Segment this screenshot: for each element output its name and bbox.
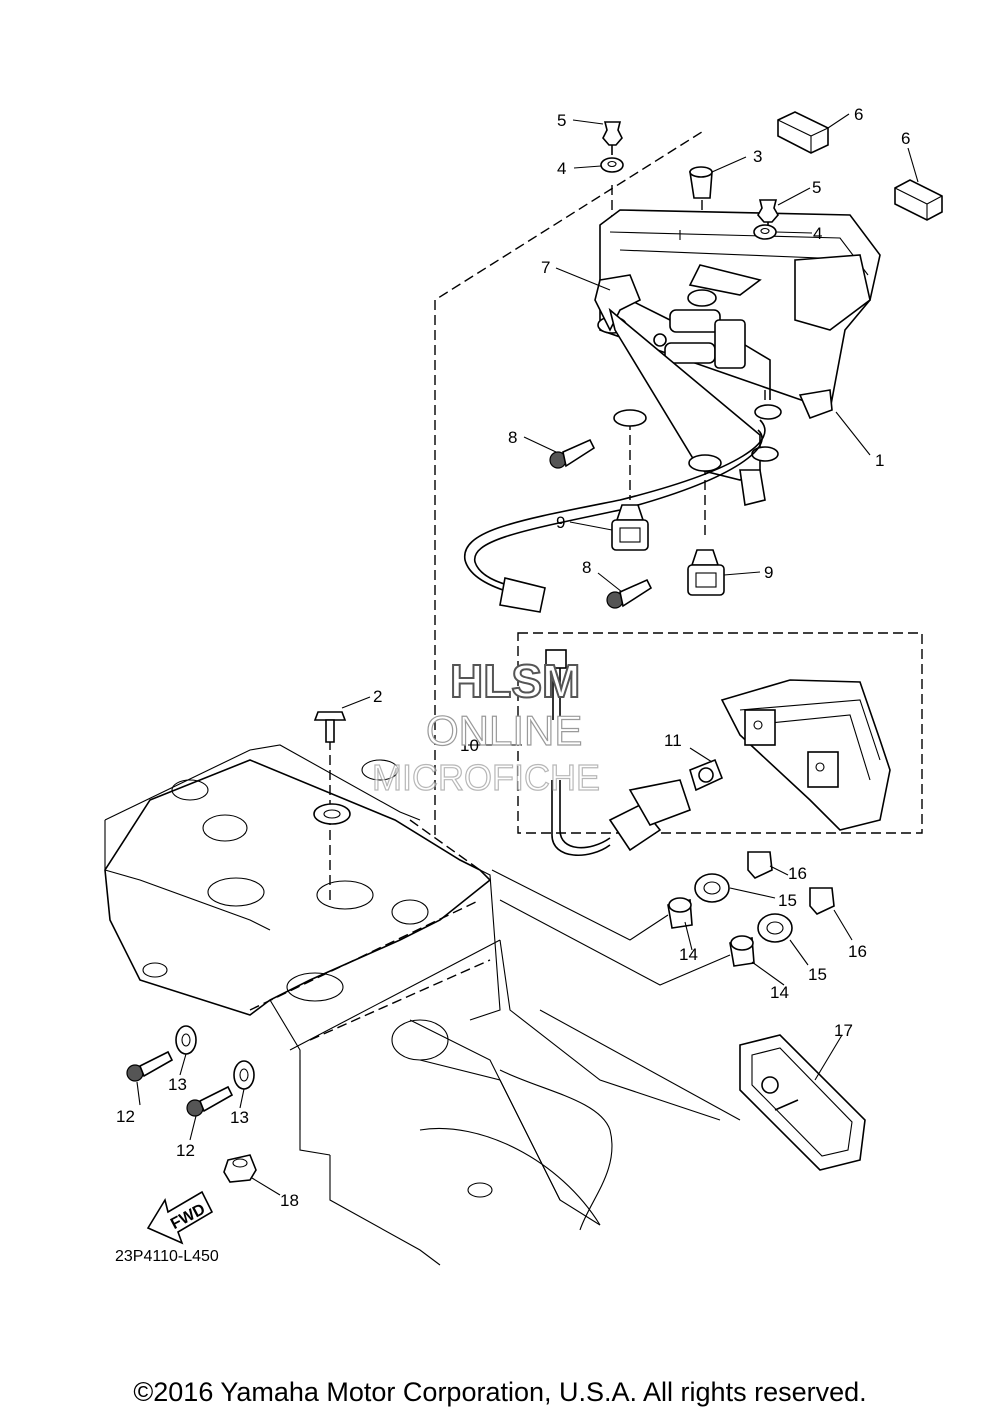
part-3-collar: [689, 166, 713, 199]
callout-numbers: 5 4 3 6 6 5 4 7 8 1 9 9 8 2 10 11 16 15 …: [116, 105, 910, 1210]
watermark-line-3: MICROFICHE: [372, 757, 600, 798]
callout-5-right: 5: [812, 178, 821, 197]
part-14-collar-upper: [667, 897, 693, 929]
part-16-clip-upper: [747, 851, 773, 879]
part-9-clip-right: [687, 549, 725, 596]
part-8-screw-upper: [549, 438, 596, 469]
callout-16-upper: 16: [788, 864, 807, 883]
callout-12-lower: 12: [176, 1141, 195, 1160]
part-6-pad-second: [894, 179, 943, 221]
callout-11: 11: [664, 731, 682, 750]
part-5-screw-top: [602, 121, 623, 155]
callout-4-right: 4: [813, 224, 822, 243]
callout-6-top: 6: [854, 105, 863, 124]
callout-17: 17: [834, 1021, 853, 1040]
license-light-housing: [720, 679, 891, 831]
part-13-washer-lower: [233, 1060, 255, 1090]
callout-12-upper: 12: [116, 1107, 135, 1126]
callout-15-upper: 15: [778, 891, 797, 910]
callout-9-left: 9: [556, 513, 565, 532]
callout-14-upper: 14: [679, 945, 698, 964]
part-15-grommet-upper: [694, 873, 730, 903]
part-12-bolt-upper: [126, 1050, 174, 1082]
callout-8-upper: 8: [508, 428, 517, 447]
callout-2: 2: [373, 687, 382, 706]
callout-4-top: 4: [557, 159, 566, 178]
callout-1: 1: [875, 451, 884, 470]
callout-13-upper: 13: [168, 1075, 187, 1094]
part-15-grommet-lower: [757, 913, 793, 943]
watermark-line-1: HLSM: [450, 655, 580, 707]
callout-10: 10: [460, 736, 479, 755]
callout-16-lower: 16: [848, 942, 867, 961]
callout-9-right: 9: [764, 563, 773, 582]
watermark-line-2: ONLINE: [426, 707, 582, 754]
callout-7: 7: [541, 258, 550, 277]
callout-13-lower: 13: [230, 1108, 249, 1127]
part-8-screw-lower: [606, 578, 653, 609]
callout-3: 3: [753, 147, 762, 166]
part-12-bolt-lower: [186, 1085, 234, 1117]
callout-15-lower: 15: [808, 965, 827, 984]
part-10-socket-cord: [545, 649, 692, 856]
part-11-bulb: [689, 758, 724, 792]
part-17-reflector: [739, 1034, 866, 1171]
tail-light-assembly: [597, 209, 881, 420]
callout-6-right: 6: [901, 129, 910, 148]
part-6-pad: [777, 111, 829, 154]
callout-18: 18: [280, 1191, 299, 1210]
leader-lines: [136, 113, 919, 1196]
part-18-nut: [223, 1154, 257, 1183]
part-14-collar-lower: [729, 935, 755, 967]
callout-14-lower: 14: [770, 983, 789, 1002]
part-16-clip-lower: [809, 887, 835, 915]
rear-fender-body: [104, 744, 721, 1266]
drawing-code: 23P4110-L450: [115, 1248, 219, 1265]
part-9-clip-left: [611, 504, 649, 551]
part-4-washer-top: [600, 157, 624, 173]
part-4-washer-right: [753, 224, 777, 240]
part-2-screw: [313, 711, 347, 743]
fwd-arrow: FWD: [146, 1190, 214, 1245]
watermark: HLSM ONLINE MICROFICHE: [371, 654, 600, 799]
part-13-washer-upper: [175, 1025, 197, 1055]
copyright-notice: ©2016 Yamaha Motor Corporation, U.S.A. A…: [133, 1377, 867, 1407]
callout-5-top: 5: [557, 111, 566, 130]
callout-8-lower: 8: [582, 558, 591, 577]
